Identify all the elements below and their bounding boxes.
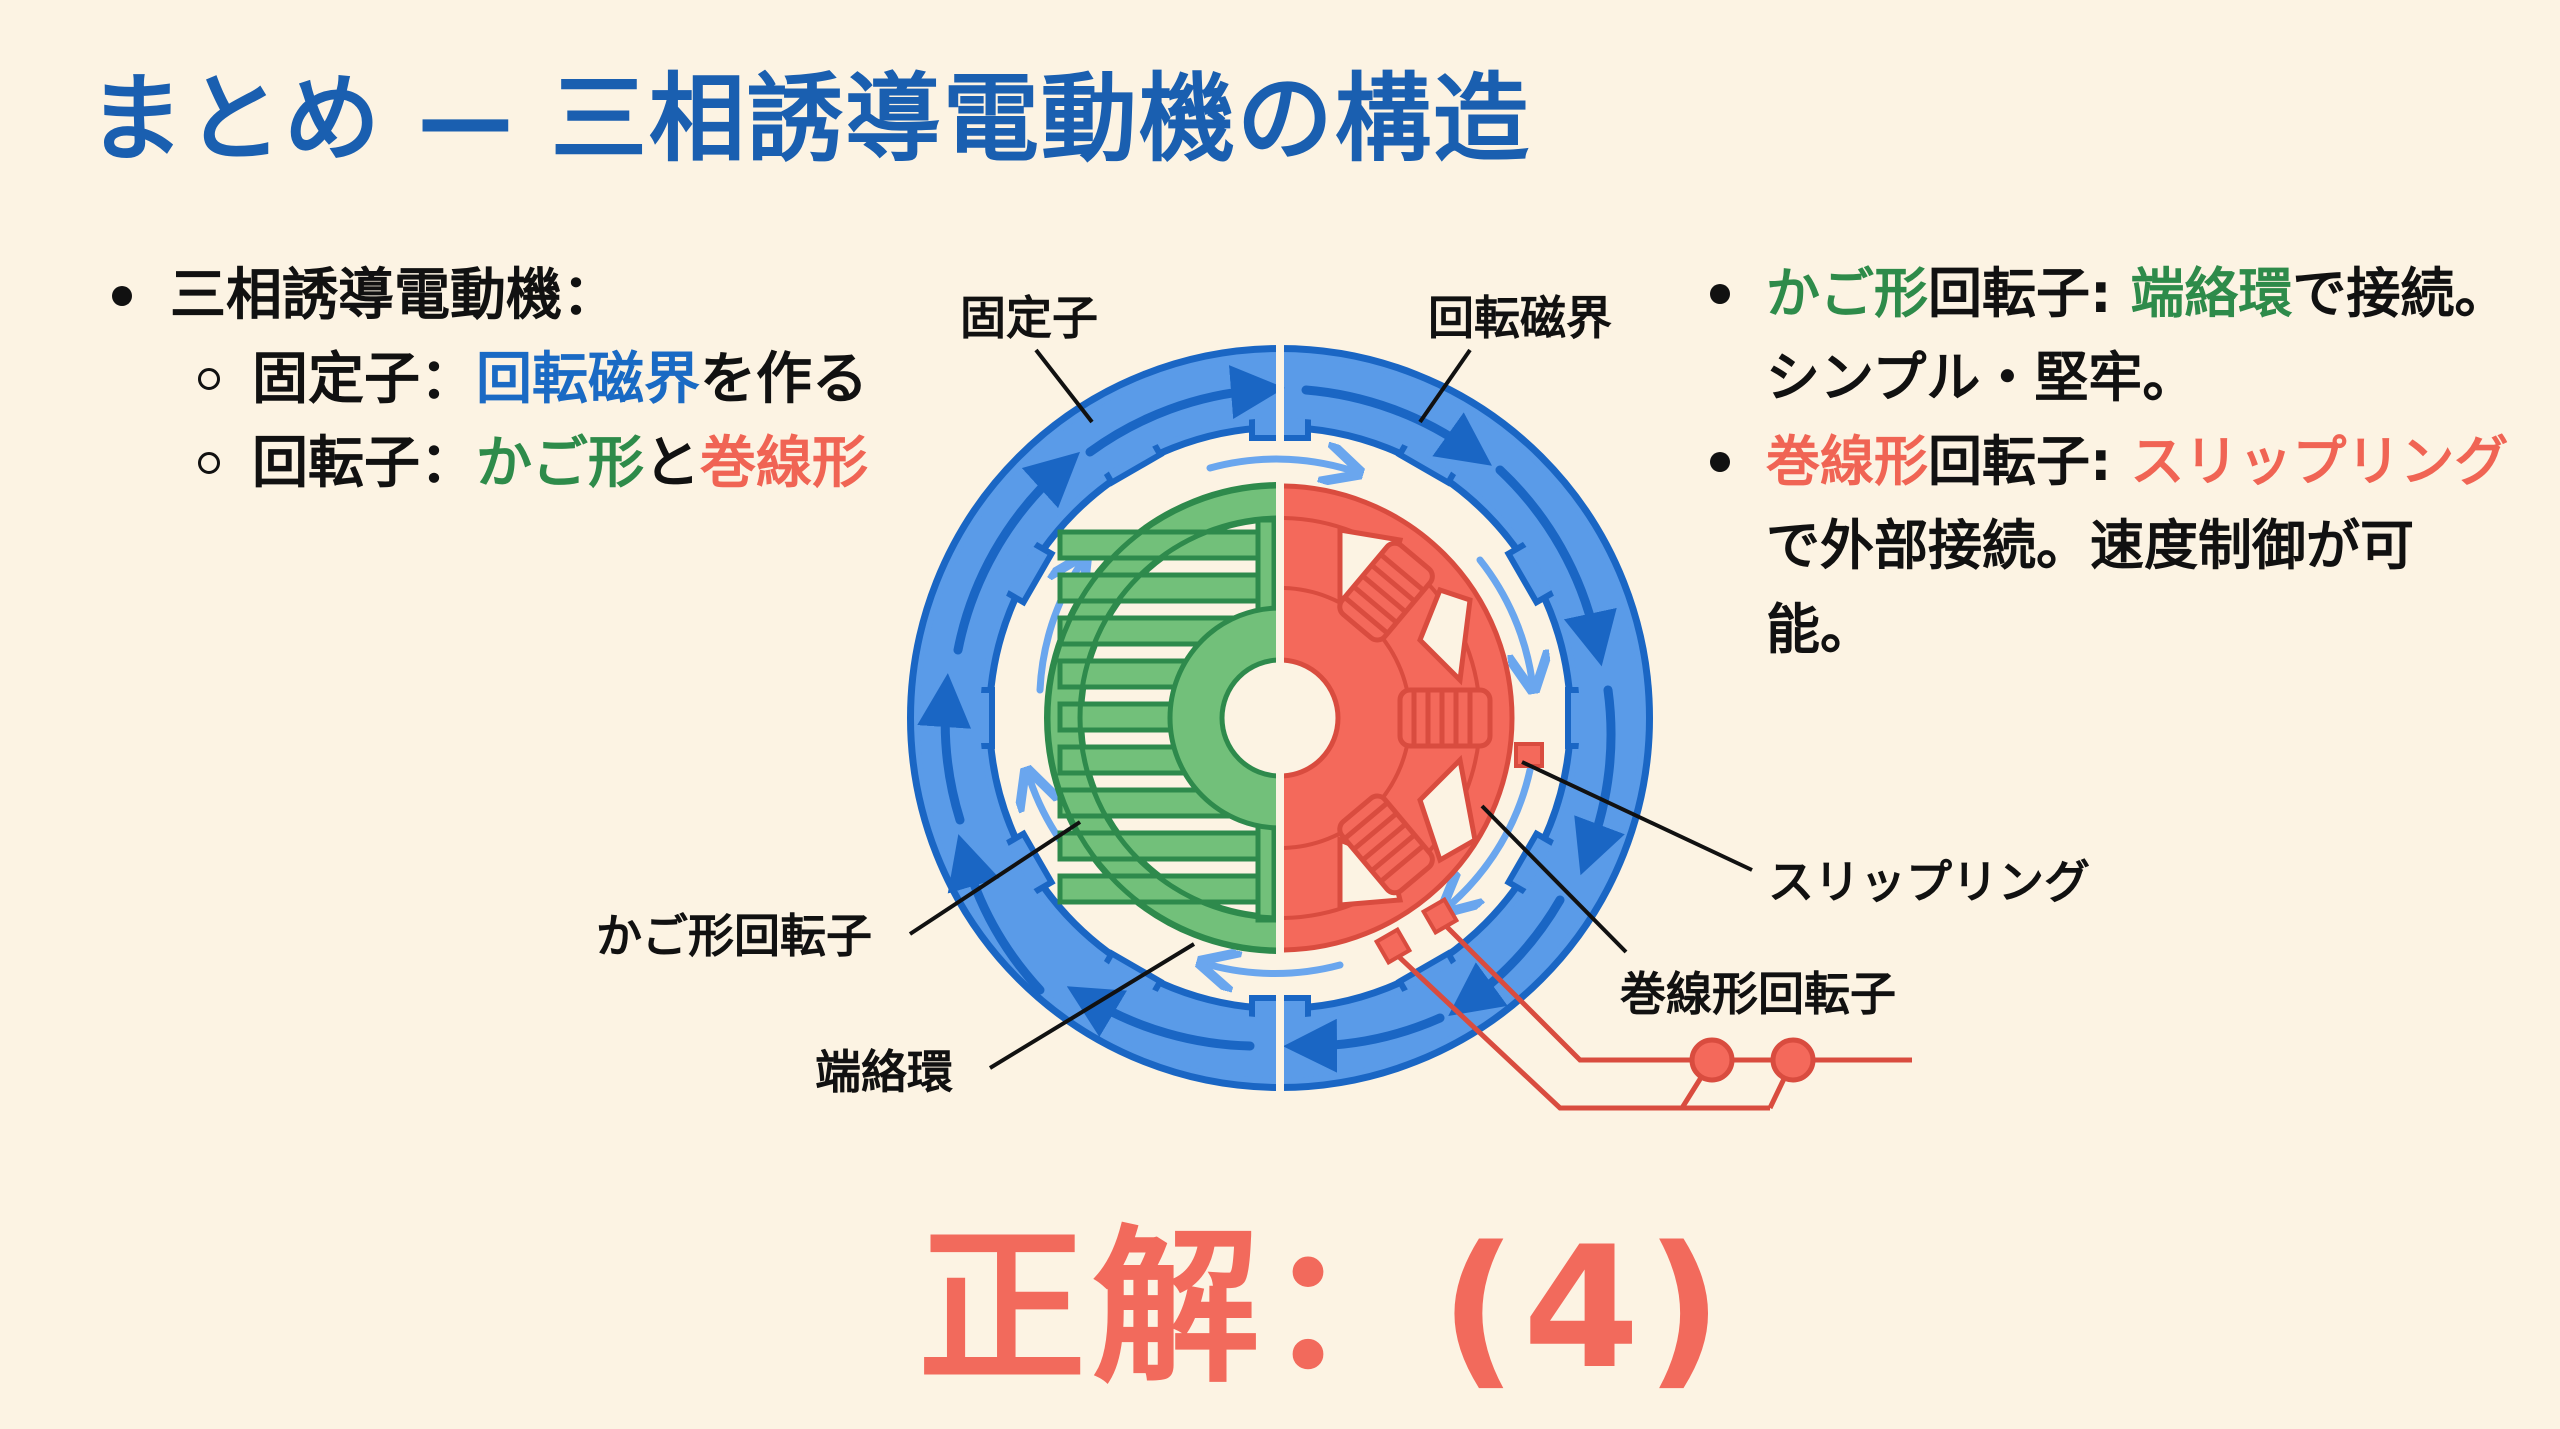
list-item-continuation: で外部接続。速度制御が可: [1700, 504, 2540, 588]
lead-wound: 巻線形: [1766, 430, 1928, 493]
continuation-text: シンプル・堅牢。: [1766, 346, 2197, 409]
slip-ring-icon: [1689, 1037, 1735, 1083]
term-rotor: 回転子：: [252, 431, 476, 496]
rest-text: で接続。: [2292, 262, 2509, 325]
label-squirrel-cage-rotor: かご形回転子: [596, 909, 872, 963]
bullet-dot-icon: [112, 286, 132, 306]
label-wound-rotor: 巻線形回転子: [1620, 967, 1896, 1021]
label-rotor: 回転子:: [1928, 262, 2131, 325]
squirrel-cage-rotor: [1044, 482, 1276, 954]
label-rotating-field: 回転磁界: [1428, 291, 1612, 345]
continuation-text: 能。: [1766, 598, 1874, 661]
label-end-ring: 端絡環: [815, 1045, 953, 1099]
left-bullet-list: 三相誘導電動機： 固定子：回転磁界を作る 回転子：かご形と巻線形: [108, 254, 868, 506]
right-bullet-list: かご形回転子: 端絡環で接続。 シンプル・堅牢。 巻線形回転子: スリップリング…: [1700, 252, 2540, 672]
continuation-text: で外部接続。速度制御が可: [1766, 514, 2414, 577]
highlight-rotating-field: 回転磁界: [476, 347, 700, 412]
slip-ring-icon: [1770, 1037, 1816, 1083]
list-subitem-stator: 固定子：回転磁界を作る: [108, 338, 868, 422]
stator-ring: [907, 340, 1653, 1100]
wound-rotor: [1284, 483, 1515, 953]
list-item-continuation: シンプル・堅牢。: [1700, 336, 2540, 420]
rest-text: を作る: [700, 347, 868, 412]
list-item-squirrel-cage: かご形回転子: 端絡環で接続。: [1700, 252, 2540, 336]
list-item-wound: 巻線形回転子: スリップリング: [1700, 420, 2540, 504]
label-rotor: 回転子:: [1928, 430, 2131, 493]
bullet-dot-icon: [1710, 452, 1730, 472]
label-slip-ring: スリップリング: [1768, 855, 2090, 909]
answer-text: 正解：(4): [918, 1210, 1729, 1406]
list-item-motor: 三相誘導電動機：: [108, 254, 868, 338]
leader-lines: [908, 348, 1753, 1070]
list-item-text: 三相誘導電動機：: [170, 263, 618, 328]
page-title: まとめ — 三相誘導電動機の構造: [88, 63, 1531, 175]
conjunction-text: と: [644, 431, 700, 496]
term-stator: 固定子：: [252, 347, 476, 412]
bullet-circle-icon: [198, 452, 220, 474]
lead-squirrel-cage: かご形: [1766, 262, 1928, 325]
bullet-dot-icon: [1710, 284, 1730, 304]
label-stator: 固定子: [960, 291, 1098, 345]
highlight-squirrel-cage: かご形: [476, 431, 644, 496]
key-slip-ring: スリップリング: [2130, 430, 2509, 493]
slip-ring-circuit: [1373, 742, 1912, 1111]
highlight-wound: 巻線形: [700, 431, 868, 496]
rotating-field-arrows: [1030, 459, 1532, 973]
list-item-continuation: 能。: [1700, 588, 2540, 672]
bullet-circle-icon: [198, 368, 220, 390]
key-end-ring: 端絡環: [2130, 262, 2293, 325]
list-subitem-rotor: 回転子：かご形と巻線形: [108, 422, 868, 506]
